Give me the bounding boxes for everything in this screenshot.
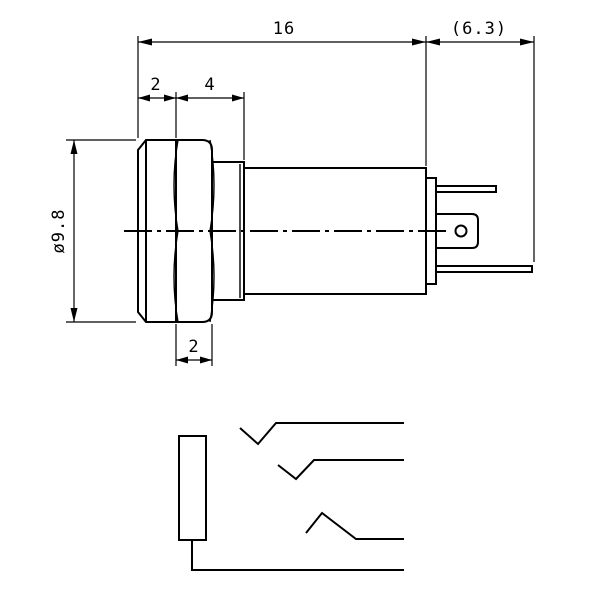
dim-bezel-label: 2: [150, 75, 161, 95]
schematic-contact-2: [277, 459, 404, 481]
side-view: [124, 139, 533, 323]
dimension-lines: [66, 36, 535, 366]
dim-nut-label: 4: [204, 75, 215, 95]
dim-nut-thickness-label: 2: [188, 337, 199, 357]
switch-schematic: [178, 422, 404, 571]
terminal-upper: [436, 185, 497, 193]
terminal-middle: [436, 213, 479, 249]
terminal-lower: [436, 265, 533, 273]
terminal-hole: [454, 224, 468, 238]
schematic-common-line: [191, 540, 404, 571]
schematic-actuator: [178, 435, 207, 541]
schematic-contact-1: [239, 422, 404, 446]
dim-length-label: 16: [273, 19, 295, 39]
dim-diameter-label: ø9.8: [49, 209, 69, 254]
schematic-contact-3: [305, 511, 404, 540]
dim-terminal-label: (6.3): [451, 19, 507, 39]
